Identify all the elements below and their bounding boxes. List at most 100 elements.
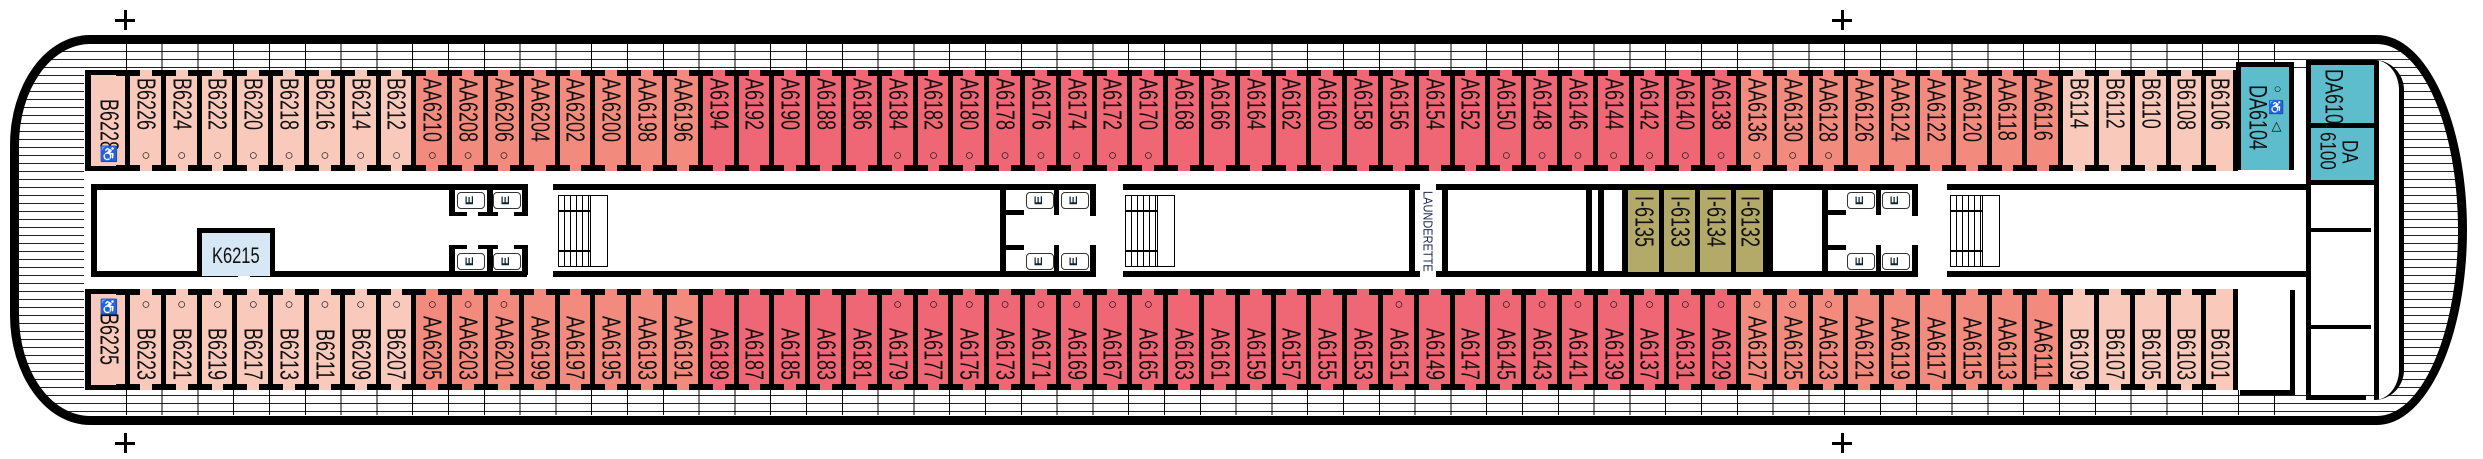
cabin-AA6198[interactable]: AA6198	[617, 70, 663, 171]
cabin-A6157[interactable]: A6157	[1261, 289, 1308, 390]
cabin-B6217[interactable]: B6217○	[223, 289, 270, 390]
cabin-A6194[interactable]: A6194	[688, 70, 735, 171]
cabin-A6189[interactable]: A6189	[688, 289, 735, 390]
cabin-B6216[interactable]: B6216○	[295, 70, 341, 171]
cabin-A6172[interactable]: A6172○	[1082, 70, 1129, 171]
cabin-AA6197[interactable]: AA6197	[545, 289, 592, 390]
cabin-A6129[interactable]: A6129○	[1691, 289, 1737, 390]
cabin-A6192[interactable]: A6192	[724, 70, 771, 171]
cabin-AA6128[interactable]: AA6128○	[1798, 70, 1845, 171]
cabin-AA6115[interactable]: AA6115	[1941, 289, 1988, 390]
cabin-DA6102[interactable]: DA6102	[2306, 60, 2374, 134]
cabin-A6178[interactable]: A6178○	[975, 70, 1021, 171]
cabin-A6142[interactable]: A6142○	[1619, 70, 1666, 171]
cabin-A6145[interactable]: A6145○	[1476, 289, 1523, 390]
cabin-B6218[interactable]: B6218○	[259, 70, 305, 171]
cabin-AA6126[interactable]: AA6126	[1834, 70, 1881, 171]
cabin-B6213[interactable]: B6213○	[259, 289, 305, 390]
cabin-AA6125[interactable]: AA6125○	[1762, 289, 1809, 390]
cabin-A6175[interactable]: A6175○	[939, 289, 986, 390]
cabin-AA6201[interactable]: AA6201○	[474, 289, 520, 390]
cabin-B6225[interactable]: ♿ B6225	[85, 289, 127, 390]
cabin-B6112[interactable]: B6112	[2085, 70, 2131, 171]
cabin-A6159[interactable]: A6159	[1225, 289, 1272, 390]
cabin-A6170[interactable]: A6170○	[1118, 70, 1165, 171]
cabin-B6223[interactable]: B6223○	[116, 289, 162, 390]
cabin-A6183[interactable]: A6183	[796, 289, 842, 390]
cabin-AA6118[interactable]: AA6118	[1977, 70, 2024, 171]
cabin-A6190[interactable]: A6190	[760, 70, 807, 171]
cabin-AA6122[interactable]: AA6122	[1906, 70, 1952, 171]
cabin-AA6206[interactable]: AA6206○	[474, 70, 520, 171]
cabin-B6228[interactable]: B6228 ♿	[85, 70, 127, 171]
cabin-A6181[interactable]: A6181	[832, 289, 878, 390]
cabin-AA6121[interactable]: AA6121	[1834, 289, 1881, 390]
cabin-A6180[interactable]: A6180○	[939, 70, 986, 171]
cabin-A6155[interactable]: A6155	[1297, 289, 1344, 390]
cabin-A6160[interactable]: A6160	[1297, 70, 1344, 171]
cabin-AA6204[interactable]: AA6204	[509, 70, 556, 171]
cabin-B6219[interactable]: B6219○	[187, 289, 234, 390]
cabin-AA6200[interactable]: AA6200	[581, 70, 628, 171]
cabin-AA6127[interactable]: AA6127○	[1727, 289, 1773, 390]
cabin-A6156[interactable]: A6156	[1369, 70, 1415, 171]
cabin-A6138[interactable]: A6138○	[1691, 70, 1737, 171]
cabin-A6163[interactable]: A6163	[1154, 289, 1200, 390]
cabin-A6179[interactable]: A6179○	[867, 289, 914, 390]
cabin-A6184[interactable]: A6184○	[867, 70, 914, 171]
cabin-AA6196[interactable]: AA6196	[653, 70, 699, 171]
cabin-A6168[interactable]: A6168	[1154, 70, 1200, 171]
cabin-I-6133[interactable]: I-6133	[1659, 190, 1696, 272]
cabin-A6185[interactable]: A6185	[760, 289, 807, 390]
cabin-AA6210[interactable]: AA6210○	[402, 70, 449, 171]
cabin-A6161[interactable]: A6161	[1190, 289, 1236, 390]
cabin-AA6113[interactable]: AA6113	[1977, 289, 2024, 390]
cabin-DA6100[interactable]: DA 6100	[2306, 128, 2374, 185]
cabin-A6164[interactable]: A6164	[1225, 70, 1272, 171]
cabin-A6166[interactable]: A6166	[1190, 70, 1236, 171]
cabin-A6143[interactable]: A6143○	[1512, 289, 1558, 390]
cabin-AA6191[interactable]: AA6191	[653, 289, 699, 390]
cabin-AA6119[interactable]: AA6119	[1870, 289, 1916, 390]
cabin-B6106[interactable]: B6106	[2192, 70, 2239, 171]
cabin-B6109[interactable]: B6109	[2049, 289, 2095, 390]
cabin-A6151[interactable]: A6151○	[1369, 289, 1415, 390]
cabin-B6107[interactable]: B6107	[2085, 289, 2131, 390]
cabin-AA6136[interactable]: AA6136○	[1727, 70, 1773, 171]
cabin-B6101[interactable]: B6101	[2192, 289, 2239, 390]
cabin-A6173[interactable]: A6173○	[975, 289, 1021, 390]
cabin-A6144[interactable]: A6144○	[1583, 70, 1630, 171]
cabin-A6150[interactable]: A6150○	[1476, 70, 1523, 171]
cabin-B6220[interactable]: B6220○	[223, 70, 270, 171]
cabin-A6182[interactable]: A6182○	[903, 70, 950, 171]
cabin-A6139[interactable]: A6139○	[1583, 289, 1630, 390]
cabin-A6148[interactable]: A6148○	[1512, 70, 1558, 171]
cabin-AA6111[interactable]: AA6111	[2013, 289, 2060, 390]
cabin-B6209[interactable]: B6209○	[330, 289, 377, 390]
cabin-B6114[interactable]: B6114	[2049, 70, 2095, 171]
cabin-AA6202[interactable]: AA6202	[545, 70, 592, 171]
cabin-B6108[interactable]: B6108	[2156, 70, 2203, 171]
cabin-AA6120[interactable]: AA6120	[1941, 70, 1988, 171]
cabin-A6152[interactable]: A6152	[1440, 70, 1487, 171]
cabin-A6169[interactable]: A6169○	[1046, 289, 1093, 390]
cabin-A6186[interactable]: A6186	[832, 70, 878, 171]
cabin-A6131[interactable]: A6131○	[1655, 289, 1702, 390]
cabin-A6187[interactable]: A6187	[724, 289, 771, 390]
cabin-A6154[interactable]: A6154	[1404, 70, 1451, 171]
cabin-A6149[interactable]: A6149	[1404, 289, 1451, 390]
cabin-B6214[interactable]: B6214○	[330, 70, 377, 171]
cabin-A6177[interactable]: A6177○	[903, 289, 950, 390]
cabin-A6174[interactable]: A6174○	[1046, 70, 1093, 171]
cabin-B6212[interactable]: B6212○	[366, 70, 413, 171]
cabin-I-6135[interactable]: I-6135	[1623, 190, 1660, 272]
cabin-A6167[interactable]: A6167○	[1082, 289, 1129, 390]
cabin-B6226[interactable]: B6226○	[116, 70, 162, 171]
cabin-AA6195[interactable]: AA6195	[581, 289, 628, 390]
cabin-A6137[interactable]: A6137○	[1619, 289, 1666, 390]
cabin-AA6193[interactable]: AA6193	[617, 289, 663, 390]
cabin-AA6199[interactable]: AA6199	[509, 289, 556, 390]
cabin-AA6130[interactable]: AA6130○	[1762, 70, 1809, 171]
cabin-B6224[interactable]: B6224○	[151, 70, 198, 171]
cabin-B6211[interactable]: B6211○	[295, 289, 341, 390]
